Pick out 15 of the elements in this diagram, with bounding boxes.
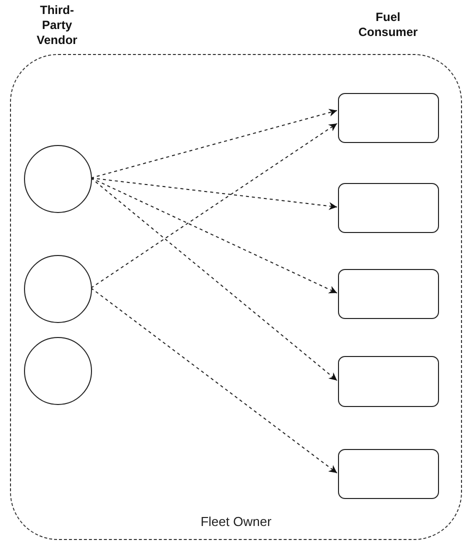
column-heading: Fuel Consumer (357, 10, 419, 40)
column-heading: Third-Party Vendor (36, 3, 78, 48)
consumer-box (338, 183, 439, 233)
dashed-arrow (90, 123, 338, 288)
group-label: Fleet Owner (200, 514, 272, 529)
consumer-box (338, 449, 439, 499)
dashed-arrow (90, 178, 338, 294)
dashed-arrow (90, 108, 338, 178)
consumer-box (338, 269, 439, 319)
consumer-box (338, 93, 439, 143)
dashed-arrow (90, 178, 338, 381)
dashed-arrow (90, 178, 338, 210)
dashed-arrow (90, 288, 338, 474)
consumer-box (338, 356, 439, 407)
group-boundary (10, 54, 462, 540)
